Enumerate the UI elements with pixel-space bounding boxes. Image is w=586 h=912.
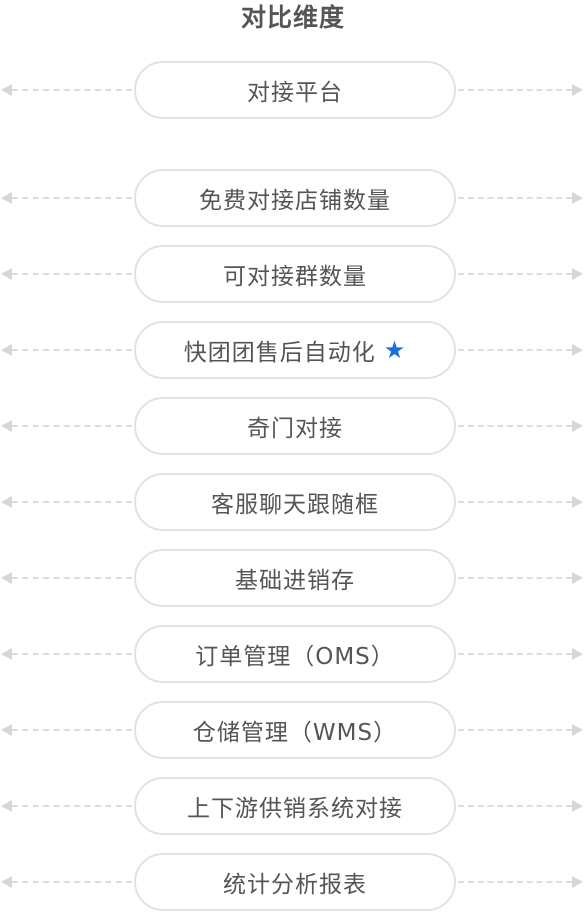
dimension-row-groups: 可对接群数量 <box>0 245 586 303</box>
dimension-label: 对接平台 <box>247 80 343 106</box>
dimension-label: 快团团售后自动化 <box>183 340 376 366</box>
dashed-connector-left <box>12 197 132 199</box>
arrow-right-icon <box>572 496 583 508</box>
dimension-pill: 免费对接店铺数量 <box>134 169 456 227</box>
dimension-label: 上下游供销系统对接 <box>187 796 403 822</box>
dashed-connector-right <box>458 349 572 351</box>
dashed-connector-left <box>12 653 132 655</box>
arrow-left-icon <box>1 344 12 356</box>
dimension-pill: 订单管理（OMS） <box>134 625 456 683</box>
dashed-connector-left <box>12 89 132 91</box>
arrow-right-icon <box>572 572 583 584</box>
arrow-left-icon <box>1 876 12 888</box>
dashed-connector-left <box>12 805 132 807</box>
arrow-right-icon <box>572 876 583 888</box>
dimension-pill: 统计分析报表 <box>134 853 456 911</box>
dimension-row-qimen: 奇门对接 <box>0 397 586 455</box>
dimension-pill: 仓储管理（WMS） <box>134 701 456 759</box>
arrow-left-icon <box>1 268 12 280</box>
dimension-row-chat-follow: 客服聊天跟随框 <box>0 473 586 531</box>
dimension-label: 订单管理（OMS） <box>195 644 395 670</box>
arrow-right-icon <box>572 344 583 356</box>
dimension-pill: 基础进销存 <box>134 549 456 607</box>
arrow-left-icon <box>1 724 12 736</box>
dimension-row-inventory: 基础进销存 <box>0 549 586 607</box>
dashed-connector-right <box>458 501 572 503</box>
dashed-connector-right <box>458 89 572 91</box>
arrow-left-icon <box>1 648 12 660</box>
arrow-left-icon <box>1 192 12 204</box>
arrow-right-icon <box>572 420 583 432</box>
dimension-label: 仓储管理（WMS） <box>192 720 398 746</box>
dimension-row-reports: 统计分析报表 <box>0 853 586 911</box>
dashed-connector-right <box>458 653 572 655</box>
dimension-label: 统计分析报表 <box>223 872 367 898</box>
dimension-label: 免费对接店铺数量 <box>199 188 391 214</box>
dimension-row-free-shops: 免费对接店铺数量 <box>0 169 586 227</box>
dimension-label: 客服聊天跟随框 <box>211 492 379 518</box>
arrow-right-icon <box>572 800 583 812</box>
page-title: 对比维度 <box>240 3 345 32</box>
arrow-right-icon <box>572 648 583 660</box>
dashed-connector-left <box>12 273 132 275</box>
dashed-connector-left <box>12 729 132 731</box>
dimension-pill: 可对接群数量 <box>134 245 456 303</box>
dimension-row-after-sales: 快团团售后自动化 ★ <box>0 321 586 379</box>
dimension-row-platform: 对接平台 <box>0 61 586 119</box>
dimension-label: 奇门对接 <box>247 416 343 442</box>
arrow-left-icon <box>1 84 12 96</box>
dashed-connector-left <box>12 881 132 883</box>
dimension-label: 基础进销存 <box>235 568 355 594</box>
dashed-connector-left <box>12 501 132 503</box>
dimension-row-oms: 订单管理（OMS） <box>0 625 586 683</box>
dimension-pill: 客服聊天跟随框 <box>134 473 456 531</box>
dashed-connector-left <box>12 349 132 351</box>
dashed-connector-right <box>458 729 572 731</box>
dimension-row-wms: 仓储管理（WMS） <box>0 701 586 759</box>
dimension-pill: 上下游供销系统对接 <box>134 777 456 835</box>
dimension-label: 可对接群数量 <box>223 264 367 290</box>
arrow-left-icon <box>1 572 12 584</box>
dashed-connector-right <box>458 805 572 807</box>
dashed-connector-right <box>458 425 572 427</box>
dimension-pill: 快团团售后自动化 ★ <box>134 321 456 379</box>
dashed-connector-right <box>458 577 572 579</box>
arrow-right-icon <box>572 192 583 204</box>
dimension-row-supply-chain: 上下游供销系统对接 <box>0 777 586 835</box>
arrow-right-icon <box>572 84 583 96</box>
dashed-connector-right <box>458 197 572 199</box>
dashed-connector-right <box>458 273 572 275</box>
arrow-left-icon <box>1 800 12 812</box>
star-icon: ★ <box>383 336 407 364</box>
arrow-left-icon <box>1 496 12 508</box>
arrow-right-icon <box>572 724 583 736</box>
dashed-connector-left <box>12 577 132 579</box>
dashed-connector-right <box>458 881 572 883</box>
dashed-connector-left <box>12 425 132 427</box>
dimension-pill: 奇门对接 <box>134 397 456 455</box>
arrow-right-icon <box>572 268 583 280</box>
dimension-pill: 对接平台 <box>134 61 456 119</box>
arrow-left-icon <box>1 420 12 432</box>
